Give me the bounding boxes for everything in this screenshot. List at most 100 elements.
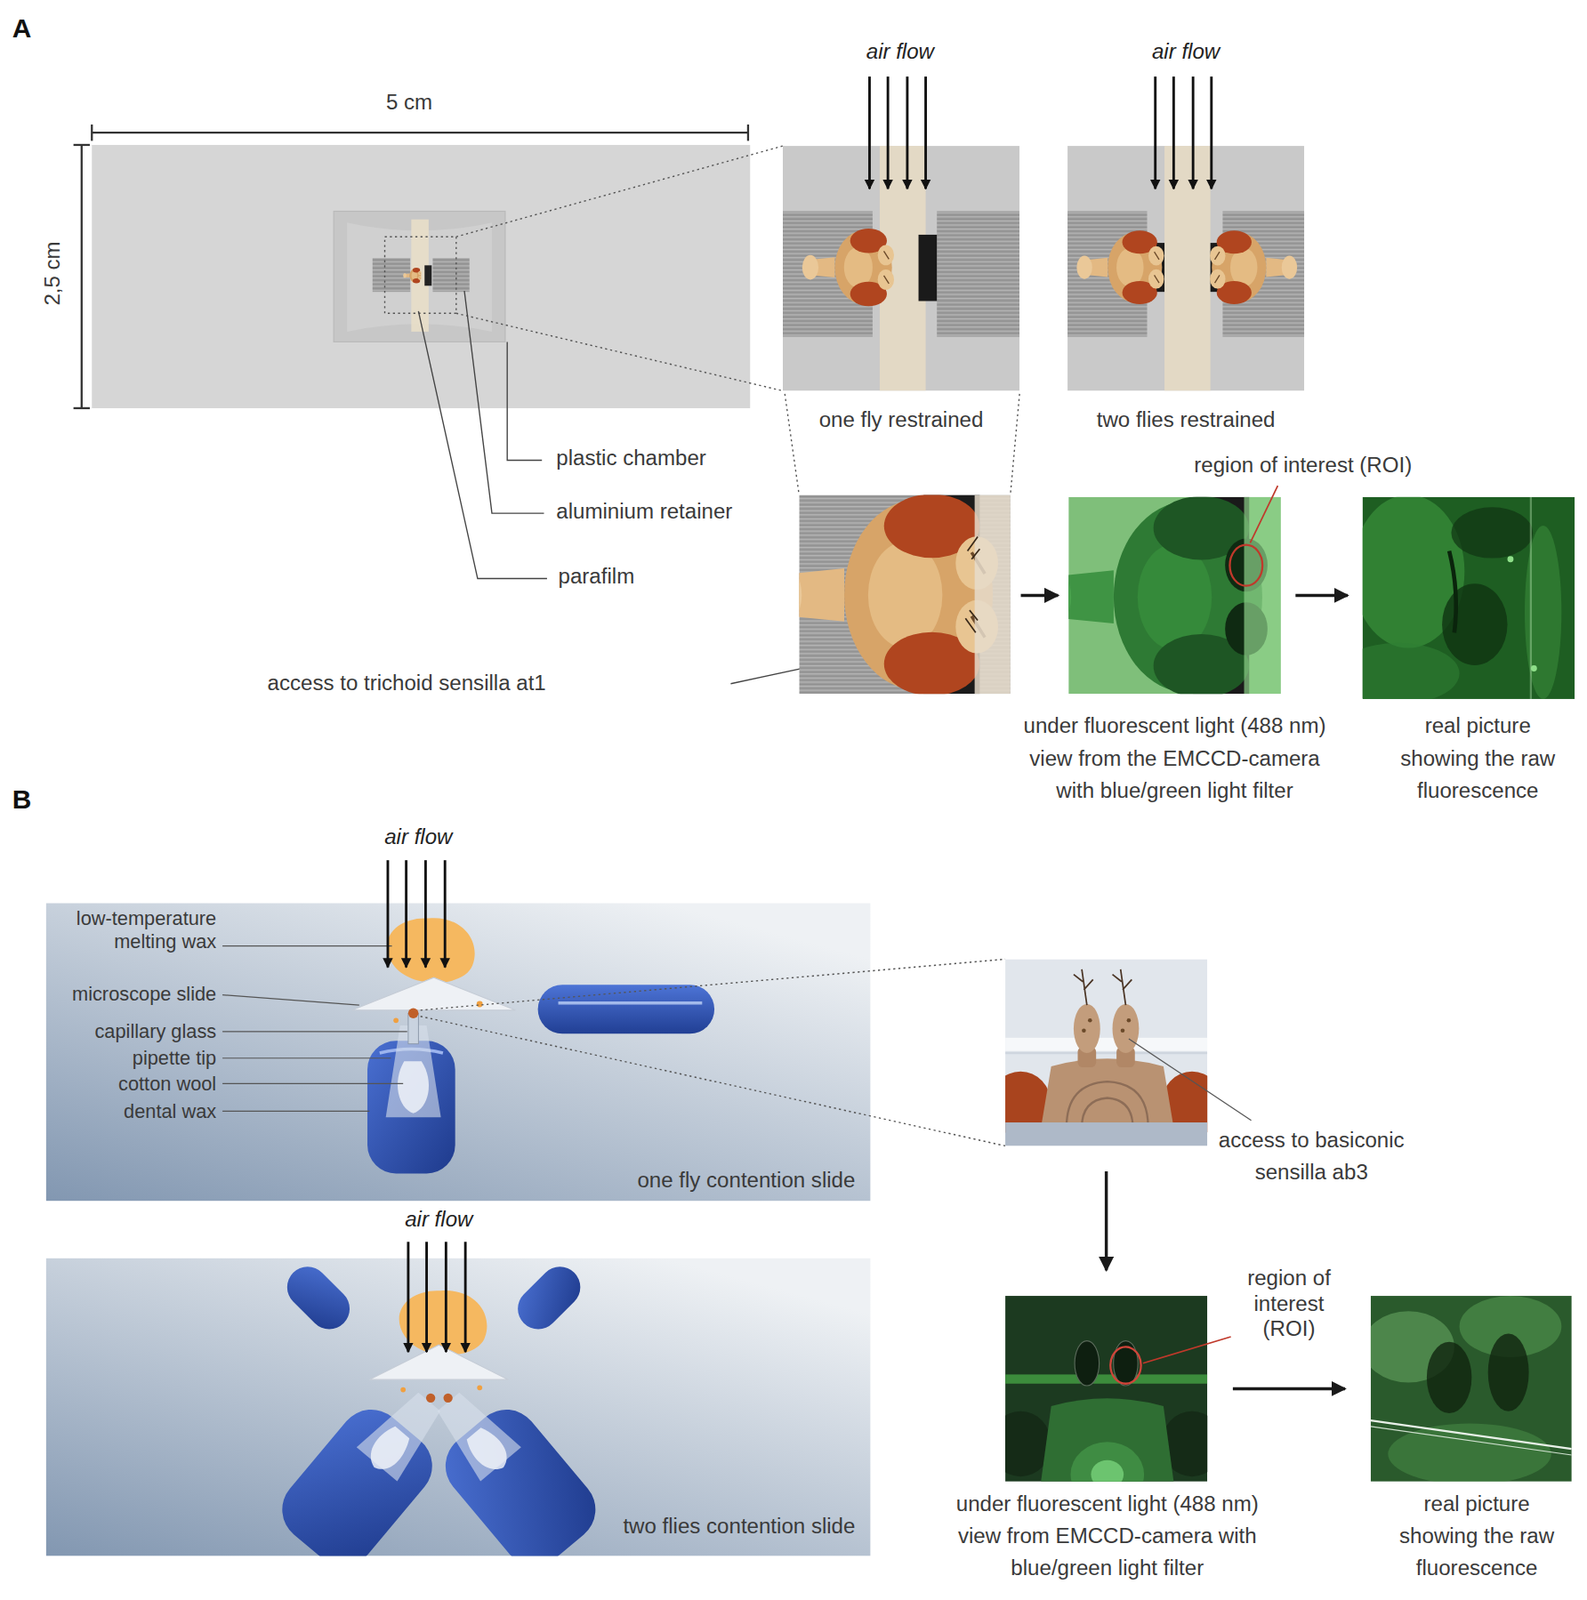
dimension-line xyxy=(90,124,93,141)
raw-fluorescence-photo xyxy=(1530,665,1538,672)
closeup-view xyxy=(1087,1018,1093,1024)
raw-fluorescence-photo xyxy=(1426,1342,1472,1414)
dimension-line xyxy=(747,124,750,141)
contention-slide xyxy=(397,1061,429,1114)
closeup-view xyxy=(798,494,1010,694)
airflow-arrows xyxy=(425,1241,428,1353)
zoom-guide xyxy=(420,1016,1006,1147)
raw-fluorescence-photo xyxy=(1370,1426,1572,1456)
plastic-chamber xyxy=(402,267,422,283)
fluorescence-view xyxy=(1068,497,1281,694)
airflow-arrows xyxy=(1209,76,1213,189)
fluorescence-view xyxy=(1229,545,1263,587)
airflow-arrows xyxy=(464,1241,468,1353)
fluorescence-view xyxy=(1110,1346,1141,1384)
closeup-view xyxy=(1005,958,1208,1146)
closeup-view xyxy=(1040,1058,1174,1128)
airflow-arrows xyxy=(1172,76,1176,189)
fluorescence-view xyxy=(1074,1341,1100,1386)
flow-arrow xyxy=(1104,1171,1108,1271)
contention-slide xyxy=(278,1258,358,1338)
zoom-guide xyxy=(456,313,783,391)
part-label: dental wax xyxy=(12,1100,217,1124)
flow-arrow xyxy=(1232,1387,1346,1391)
contention-slide xyxy=(46,1258,871,1557)
closeup-panel: access to trichoid sensilla at1 xyxy=(798,494,1010,694)
contention-slide xyxy=(46,1258,871,1557)
flow-arrow xyxy=(1295,594,1348,597)
leader-line xyxy=(464,290,544,514)
fluorescence-view xyxy=(1005,1296,1208,1483)
part-label: cotton wool xyxy=(12,1072,217,1096)
panel-caption: access to basiconic sensilla ab3 xyxy=(1189,1124,1434,1189)
closeup-view xyxy=(1005,1122,1208,1146)
airflow-label: air flow xyxy=(1114,39,1258,65)
dimension-label: 5 cm xyxy=(338,89,482,116)
part-label: parafilm xyxy=(558,563,723,590)
restrained-fly-view xyxy=(918,234,938,302)
airflow-arrows xyxy=(387,860,466,1353)
leader-line xyxy=(222,945,392,947)
flow-arrow xyxy=(1021,594,1059,597)
panel-caption: one fly contention slide xyxy=(447,1167,856,1194)
contention-slide xyxy=(427,1385,522,1483)
restrained-fly-view xyxy=(936,211,1020,338)
panel-caption: access to trichoid sensilla at1 xyxy=(267,667,605,700)
panel-letter: A xyxy=(12,12,54,45)
photo-panel: one fly restrained xyxy=(782,145,1020,391)
plastic-chamber xyxy=(424,265,432,286)
contention-slide xyxy=(509,1258,589,1338)
part-label: plastic chamber xyxy=(555,445,791,472)
airflow-label: air flow xyxy=(346,824,491,851)
leader-line xyxy=(222,1083,403,1085)
part-label: aluminium retainer xyxy=(555,499,801,525)
raw-fluorescence-photo xyxy=(1362,497,1576,700)
restrained-fly-view xyxy=(1164,145,1211,391)
contention-slide xyxy=(426,1393,436,1403)
contention-slide xyxy=(399,1290,488,1356)
closeup-panel: access to basiconic sensilla ab3 xyxy=(1005,958,1208,1146)
airflow-arrows xyxy=(924,76,927,189)
roi-leader xyxy=(1249,485,1278,543)
slide-panel: two flies contention slide xyxy=(46,1258,871,1557)
airflow-arrows xyxy=(424,860,427,967)
part-label: pipette tip xyxy=(12,1047,217,1071)
restrained-fly-view xyxy=(1209,230,1297,305)
raw-fluorescence-photo xyxy=(1370,1296,1572,1483)
plastic-chamber xyxy=(91,145,750,409)
airflow-label: air flow xyxy=(367,1207,511,1233)
restrained-fly-view xyxy=(782,145,1020,391)
panel-caption: two flies contention slide xyxy=(447,1513,856,1540)
leader-line xyxy=(418,311,548,580)
airflow-arrows xyxy=(1153,76,1157,189)
airflow-arrows xyxy=(1192,76,1195,189)
panel-caption: under fluorescent light (488 nm) view fr… xyxy=(953,1488,1261,1585)
closeup-view xyxy=(974,494,1011,694)
closeup-view xyxy=(1081,1028,1087,1033)
contention-slide xyxy=(538,984,715,1034)
panel-letter: B xyxy=(12,783,54,816)
contention-slide xyxy=(476,1385,483,1391)
raw-fluorescence-photo xyxy=(1507,555,1515,563)
plastic-chamber xyxy=(432,257,469,292)
plastic-chamber xyxy=(91,145,750,409)
panel-caption: two flies restrained xyxy=(1063,403,1308,436)
airflow-arrows xyxy=(444,1241,448,1353)
fluorescence-panel: under fluorescent light (488 nm) view fr… xyxy=(1005,1296,1208,1483)
airflow-arrows xyxy=(905,76,909,189)
contention-slide xyxy=(362,1423,414,1477)
dimension-label: 2,5 cm xyxy=(40,201,66,346)
roi-label: region of interest (ROI) xyxy=(1193,452,1459,479)
panel-caption: real picture showing the raw fluorescenc… xyxy=(1388,709,1567,806)
contention-slide xyxy=(443,1393,452,1403)
closeup-view xyxy=(1120,1028,1126,1033)
raw-fluorescence-photo xyxy=(1370,1420,1572,1450)
leader-line xyxy=(507,341,542,460)
airflow-arrows xyxy=(386,860,390,967)
raw-fluorescence-photo xyxy=(1441,583,1507,666)
airflow-arrows xyxy=(868,76,871,189)
restrained-fly-view xyxy=(802,228,895,307)
zoom-guide xyxy=(456,145,783,237)
